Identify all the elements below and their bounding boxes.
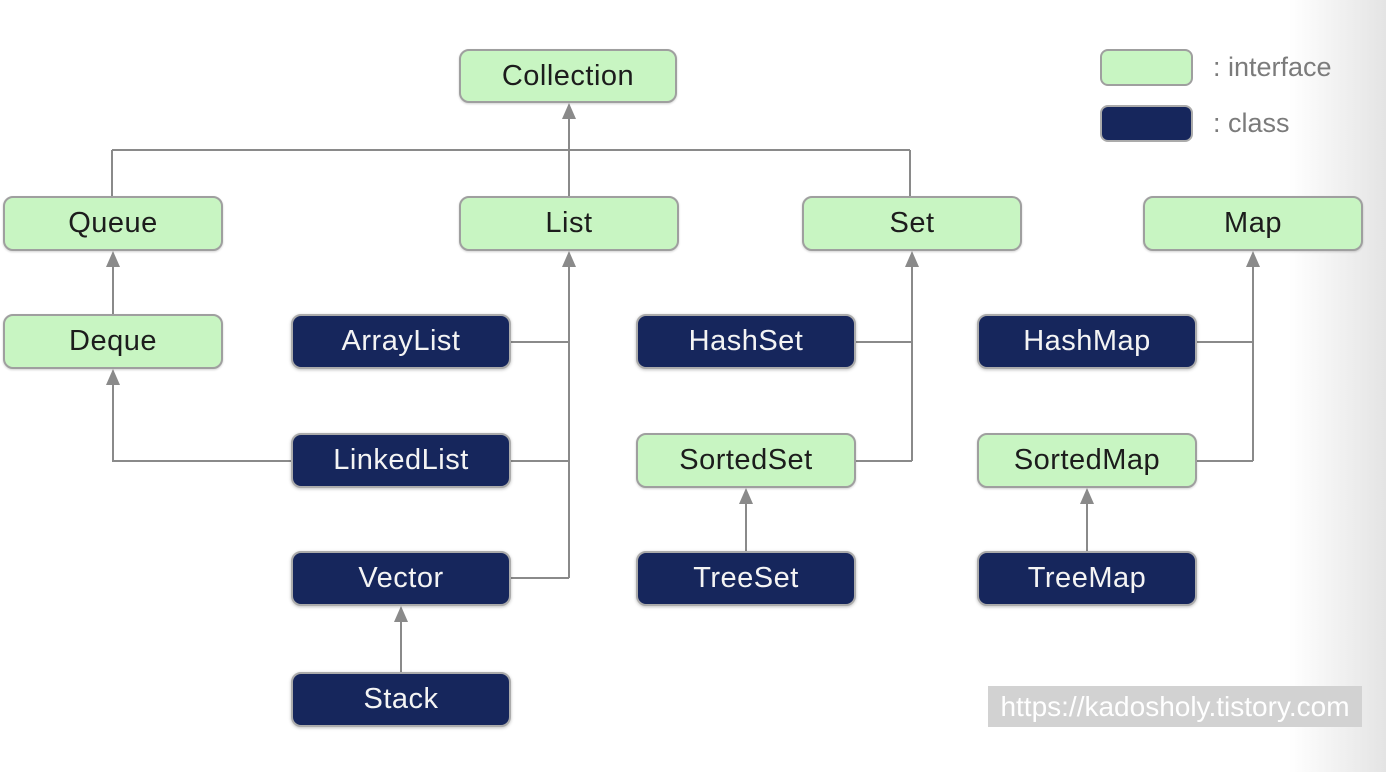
arrowhead-deque-to-queue xyxy=(106,251,120,267)
node-list: List xyxy=(459,196,679,251)
legend: : interface : class xyxy=(1100,49,1386,161)
node-stack: Stack xyxy=(291,672,511,727)
node-queue: Queue xyxy=(3,196,223,251)
node-map: Map xyxy=(1143,196,1363,251)
node-arraylist: ArrayList xyxy=(291,314,511,369)
node-linkedlist: LinkedList xyxy=(291,433,511,488)
class-color-swatch xyxy=(1100,105,1193,142)
arrowhead-linkedlist-to-deque xyxy=(106,369,120,385)
node-set: Set xyxy=(802,196,1022,251)
node-sortedset: SortedSet xyxy=(636,433,856,488)
node-hashmap: HashMap xyxy=(977,314,1197,369)
watermark-url: https://kadosholy.tistory.com xyxy=(988,686,1362,727)
node-vector: Vector xyxy=(291,551,511,606)
arrowhead-stack-to-vector xyxy=(394,606,408,622)
legend-row-class: : class xyxy=(1100,105,1386,142)
arrowhead-list-trunk xyxy=(562,251,576,267)
node-sortedmap: SortedMap xyxy=(977,433,1197,488)
arrowhead-set-trunk xyxy=(905,251,919,267)
node-deque: Deque xyxy=(3,314,223,369)
edge-linkedlist-to-deque xyxy=(112,382,291,462)
legend-class-label: : class xyxy=(1213,108,1290,138)
arrowhead-treemap-to-sortedmap xyxy=(1080,488,1094,504)
legend-interface-label: : interface xyxy=(1213,52,1332,82)
arrowhead-treeset-to-sortedset xyxy=(739,488,753,504)
node-collection: Collection xyxy=(459,49,677,103)
legend-row-interface: : interface xyxy=(1100,49,1386,86)
interface-color-swatch xyxy=(1100,49,1193,86)
arrowhead-list-to-collection xyxy=(562,103,576,119)
node-treemap: TreeMap xyxy=(977,551,1197,606)
node-treeset: TreeSet xyxy=(636,551,856,606)
arrowhead-map-trunk xyxy=(1246,251,1260,267)
node-hashset: HashSet xyxy=(636,314,856,369)
